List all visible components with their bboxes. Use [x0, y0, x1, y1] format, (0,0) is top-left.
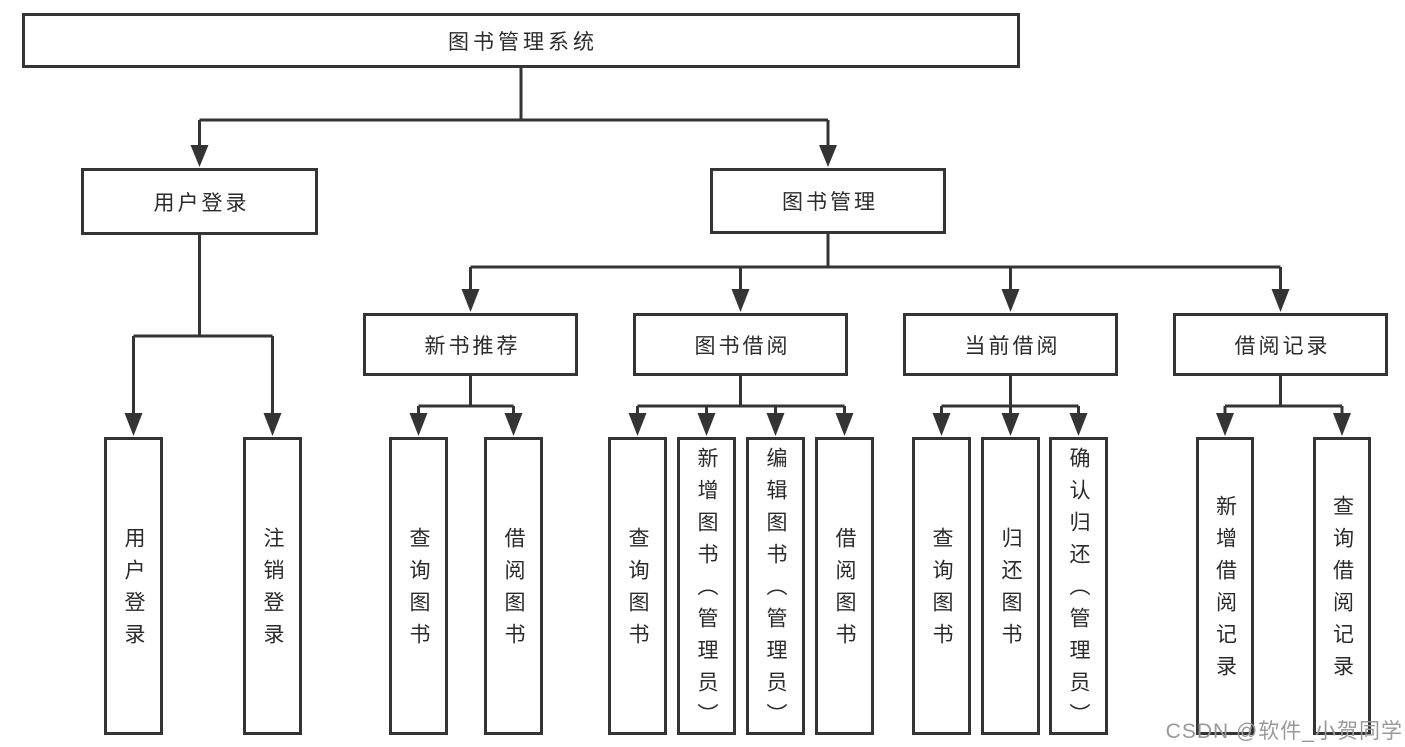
- node-root: 图书管理系统: [22, 13, 1020, 68]
- node-label: 注销登录: [261, 527, 284, 655]
- node-current-borrow: 当前借阅: [903, 313, 1118, 376]
- connector-line: [1223, 376, 1344, 415]
- node-label: 确认归还（管理员）: [1067, 447, 1090, 735]
- arrow-down-icon: [731, 289, 750, 312]
- node-book-borrow: 图书借阅: [633, 313, 848, 376]
- arrow-down-icon: [409, 413, 428, 436]
- arrow-down-icon: [1001, 289, 1020, 312]
- arrow-down-icon: [190, 145, 209, 167]
- arrow-down-icon: [1001, 413, 1020, 436]
- leaf-query-book-borrow: 查询图书: [608, 437, 667, 735]
- arrow-down-icon: [766, 413, 785, 436]
- node-label: 归还图书: [999, 527, 1022, 655]
- node-label: 图书管理系统: [448, 30, 598, 54]
- arrow-down-icon: [263, 413, 282, 436]
- arrow-down-icon: [1271, 289, 1290, 312]
- node-label: 编辑图书（管理员）: [764, 447, 787, 735]
- node-label: 借阅记录: [1234, 334, 1331, 358]
- arrow-down-icon: [504, 413, 523, 436]
- node-label: 用户登录: [122, 527, 145, 655]
- arrow-down-icon: [819, 145, 837, 167]
- node-label: 新书推荐: [424, 334, 521, 358]
- node-label: 借阅图书: [502, 527, 525, 655]
- arrow-down-icon: [932, 413, 951, 436]
- node-new-book-recommend: 新书推荐: [363, 313, 578, 376]
- connector-line: [417, 376, 515, 415]
- connector-line: [636, 376, 846, 415]
- node-borrow-record: 借阅记录: [1173, 313, 1388, 376]
- connector-line: [132, 235, 274, 415]
- node-label: 借阅图书: [833, 527, 856, 655]
- leaf-confirm-return-admin: 确认归还（管理员）: [1049, 437, 1108, 735]
- arrow-down-icon: [628, 413, 647, 436]
- node-book-management: 图书管理: [710, 168, 946, 234]
- node-label: 新增图书（管理员）: [695, 447, 718, 735]
- arrow-down-icon: [1333, 413, 1351, 436]
- leaf-user-login: 用户登录: [104, 437, 163, 735]
- connector-line: [469, 234, 1282, 290]
- arrow-down-icon: [461, 289, 480, 312]
- connector-line: [940, 376, 1080, 415]
- node-label: 图书借阅: [694, 334, 791, 358]
- leaf-query-book-current: 查询图书: [912, 437, 971, 735]
- leaf-borrow-book: 借阅图书: [815, 437, 874, 735]
- node-user-login: 用户登录: [81, 168, 318, 235]
- leaf-query-book-recommend: 查询图书: [389, 437, 448, 735]
- arrow-down-icon: [1216, 413, 1234, 436]
- node-label: 查询图书: [626, 527, 649, 655]
- node-label: 查询借阅记录: [1330, 495, 1354, 687]
- leaf-query-borrow-record: 查询借阅记录: [1313, 437, 1371, 735]
- arrow-down-icon: [697, 413, 716, 436]
- connector-line: [198, 68, 830, 146]
- leaf-add-book-admin: 新增图书（管理员）: [677, 437, 736, 735]
- arrow-down-icon: [1069, 413, 1088, 436]
- arrow-down-icon: [124, 413, 143, 436]
- leaf-return-book: 归还图书: [981, 437, 1040, 735]
- node-label: 查询图书: [407, 527, 430, 655]
- leaf-add-borrow-record: 新增借阅记录: [1196, 437, 1254, 735]
- arrow-down-icon: [835, 413, 854, 436]
- csdn-watermark: CSDN @软件_小贺同学: [1165, 720, 1403, 743]
- leaf-edit-book-admin: 编辑图书（管理员）: [746, 437, 805, 735]
- leaf-borrow-book-recommend: 借阅图书: [484, 437, 543, 735]
- leaf-logout: 注销登录: [243, 437, 302, 735]
- node-label: 图书管理: [782, 191, 878, 214]
- node-label: 查询图书: [930, 527, 953, 655]
- node-label: 新增借阅记录: [1213, 495, 1237, 687]
- node-label: 当前借阅: [964, 334, 1061, 358]
- node-label: 用户登录: [153, 191, 250, 215]
